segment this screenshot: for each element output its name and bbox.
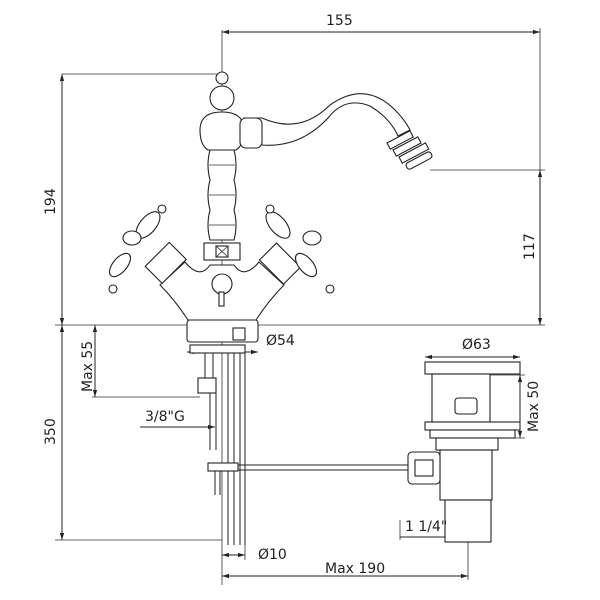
dim-waste-thread: 1 1/4": [405, 519, 447, 535]
pop-up-waste: [407, 361, 521, 543]
dim-waste-diameter: Ø63: [462, 337, 491, 353]
dim-117: 117: [522, 233, 538, 260]
dim-max-55: Max 55: [80, 341, 96, 392]
dim-base-diameter: Ø54: [266, 333, 295, 349]
dim-rod-diameter: Ø10: [258, 547, 287, 563]
left-handle: [108, 204, 167, 294]
dim-194: 194: [43, 188, 59, 215]
dim-thread: 3/8"G: [145, 409, 185, 425]
dim-max-50: Max 50: [526, 381, 542, 432]
faucet-body: [108, 71, 433, 545]
dim-max-190: Max 190: [325, 561, 385, 577]
right-handle: [265, 204, 335, 294]
dim-155: 155: [326, 13, 353, 29]
dim-350: 350: [43, 418, 59, 445]
